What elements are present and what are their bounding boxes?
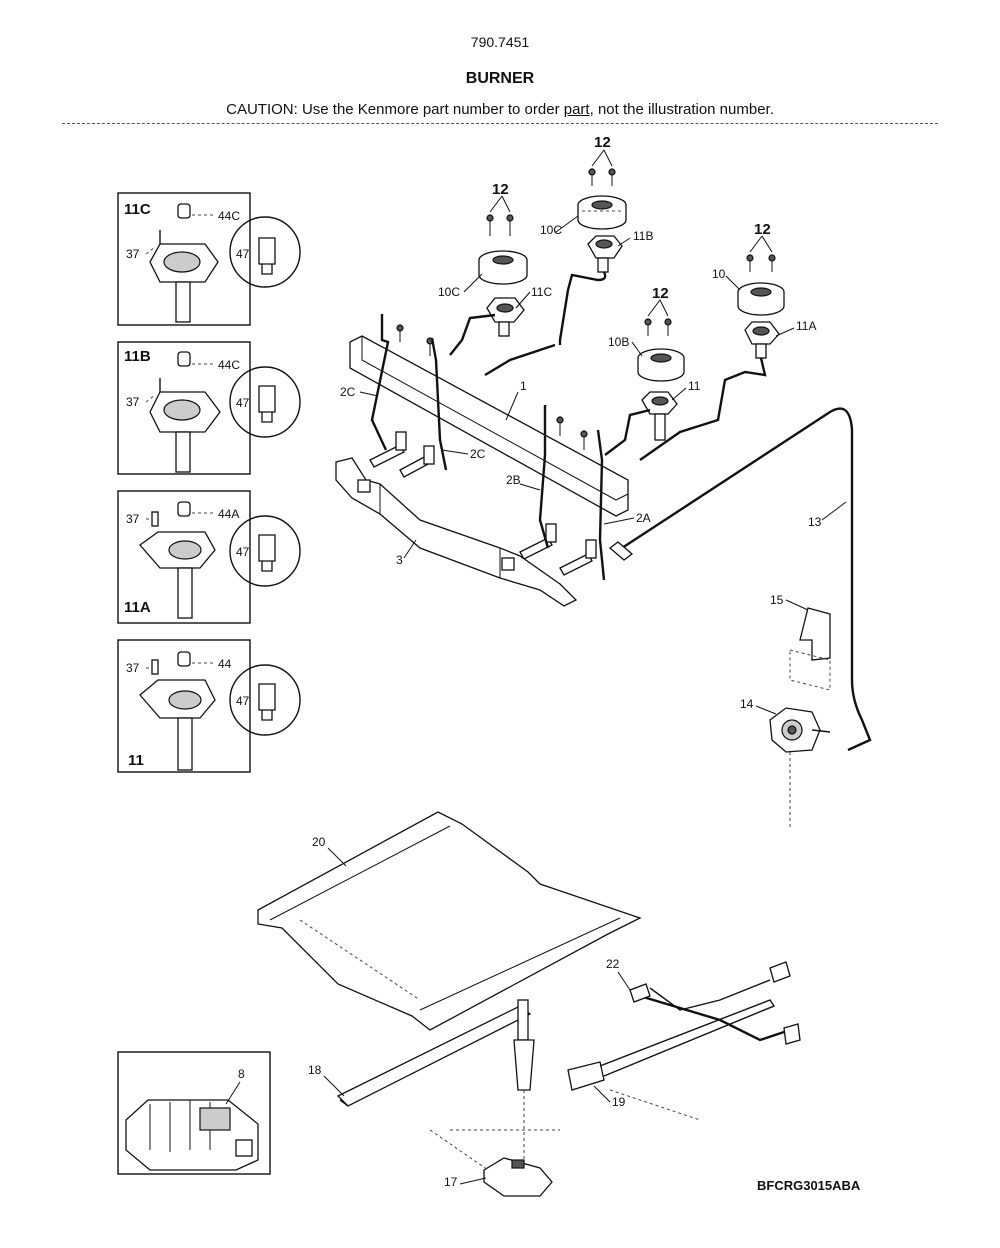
inset-title-11a: 11A: [124, 599, 151, 616]
callout-8: 8: [238, 1067, 245, 1081]
inset-knob-circle-11a: [229, 515, 301, 587]
callout-2b: 2B: [506, 473, 521, 487]
valve-head-icon: [139, 501, 216, 619]
knob-icon: [258, 534, 276, 572]
callout-11b: 11B: [633, 229, 653, 243]
callout-2a: 2A: [636, 511, 651, 525]
burner-baffle-20: [257, 811, 642, 1031]
callout-1: 1: [520, 379, 527, 393]
inset-panel-11b: 11B 37 44C 47: [117, 341, 301, 475]
callout-10: 10: [712, 267, 726, 281]
inset-cap-label-11: 44: [218, 657, 232, 671]
inset-cap-label-11b: 44C: [218, 358, 240, 372]
inset-screw-label-11b: 37: [126, 395, 140, 409]
valve-head-icon: [139, 651, 216, 771]
burner-assembly-rear-right: [484, 149, 627, 377]
inset-panel-11: 11 37 44 47: [117, 639, 301, 773]
callout-2c-left: 2C: [340, 385, 356, 399]
valve-head-icon: [149, 351, 221, 473]
callout-20: 20: [312, 835, 326, 849]
knob-icon: [258, 237, 276, 275]
callout-2c-right: 2C: [470, 447, 486, 461]
callout-10c-upper: 10C: [540, 223, 562, 237]
inset-screw-label-11: 37: [126, 661, 140, 675]
inset-cap-label-11a: 44A: [218, 507, 239, 521]
inset-title-11c: 11C: [124, 201, 151, 218]
safety-valve-17: [429, 1129, 553, 1197]
callout-labels: 12 12 12 12 10C 10C 11B 11C 10 11A 10B 1…: [225, 134, 847, 1189]
knob-icon: [258, 683, 276, 721]
caution-note: CAUTION: Use the Kenmore part number to …: [0, 101, 1000, 118]
burner-assembly-right: [639, 235, 785, 461]
callout-12-rear-left: 12: [492, 181, 509, 198]
inset-title-11b: 11B: [124, 348, 151, 365]
callout-11c: 11C: [531, 285, 552, 299]
inset-panel-11a: 11A 37 44A 47: [117, 490, 301, 624]
inset-screw-label-11c: 37: [126, 247, 140, 261]
burner-assembly-front-right: [604, 299, 685, 456]
thermostat-valve-22: [629, 979, 771, 1011]
inset-cap-label-11c: 44C: [218, 209, 240, 223]
callout-12-front-right: 12: [652, 285, 669, 302]
inset-knob-label-11b: 47: [236, 396, 250, 410]
inset-screw-label-11a: 37: [126, 512, 140, 526]
page-title: BURNER: [465, 70, 535, 87]
inset-knob-circle-11b: [229, 366, 301, 438]
callout-11a: 11A: [796, 319, 816, 333]
document-id: BFCRG3015ABA: [757, 1178, 861, 1193]
callout-3: 3: [396, 553, 403, 567]
callout-13: 13: [808, 515, 822, 529]
callout-22: 22: [606, 957, 620, 971]
callout-12-right: 12: [754, 221, 771, 238]
spark-module-inset: [117, 1051, 271, 1175]
valve-head-icon: [149, 203, 219, 323]
callout-12-rear-right: 12: [594, 134, 611, 151]
callout-17: 17: [444, 1175, 458, 1189]
burner-assembly-rear-left: [449, 195, 528, 356]
inset-knob-label-11a: 47: [236, 545, 250, 559]
header-divider: [62, 123, 938, 124]
callout-14: 14: [740, 697, 754, 711]
manifold-assembly: [335, 314, 872, 830]
inset-knob-circle-11c: [229, 216, 301, 288]
callout-11: 11: [688, 379, 701, 393]
broil-burner-18: [336, 999, 560, 1162]
igniter-19: [567, 961, 801, 1121]
inset-knob-label-11: 47: [236, 694, 250, 708]
model-number: 790.7451: [470, 34, 530, 50]
inset-title-11: 11: [128, 752, 144, 769]
inset-panel-11c: 11C 37 44C 47: [117, 192, 301, 326]
caution-text-start: CAUTION: Use the Kenmore part number to …: [226, 101, 564, 118]
inset-knob-circle-11: [229, 664, 301, 736]
callout-10c-lower: 10C: [438, 285, 460, 299]
inset-knob-label-11c: 47: [236, 247, 250, 261]
knob-icon: [258, 385, 276, 423]
callout-18: 18: [308, 1063, 322, 1077]
caution-text-end: , not the illustration number.: [589, 101, 774, 118]
callout-10b: 10B: [608, 335, 629, 349]
callout-15: 15: [770, 593, 784, 607]
callout-19: 19: [612, 1095, 626, 1109]
caution-part-word: part: [563, 101, 590, 118]
